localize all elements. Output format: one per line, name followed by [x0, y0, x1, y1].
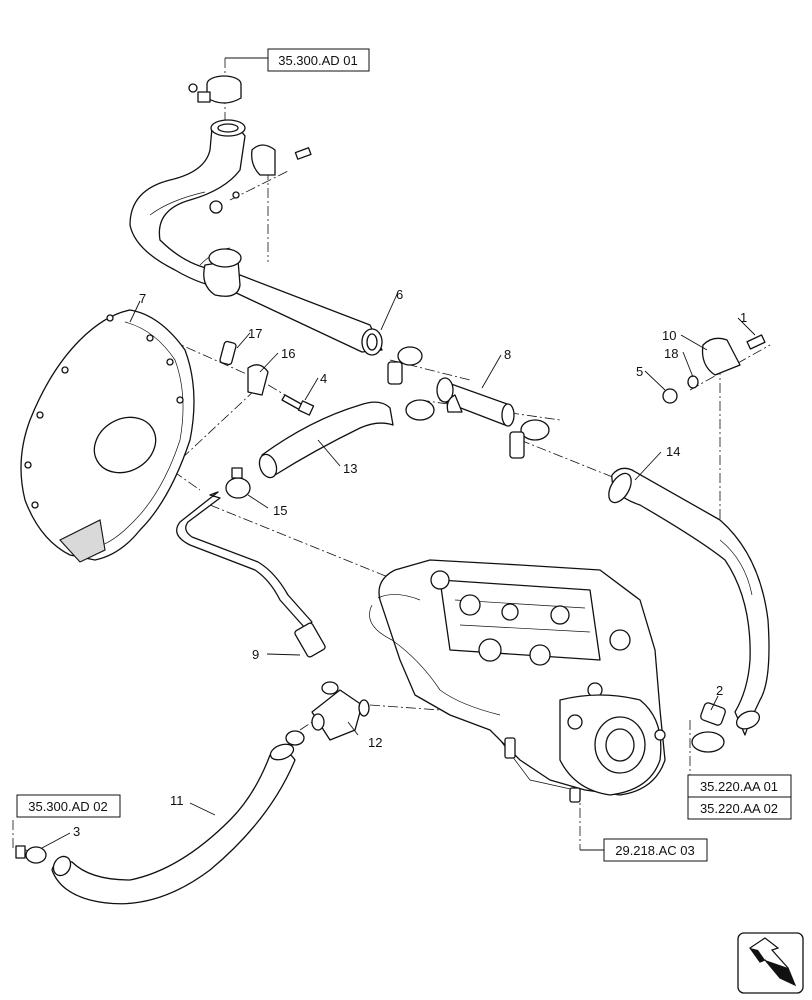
hose-14 [608, 467, 770, 736]
reference-top-text: 35.300.AD 01 [278, 53, 358, 68]
callout-11[interactable]: 11 [170, 793, 184, 808]
callout-12[interactable]: 12 [368, 735, 382, 750]
reference-right-1[interactable]: 35.220.AA 01 [687, 774, 792, 798]
bracket-10 [701, 337, 741, 376]
callout-17[interactable]: 17 [248, 326, 262, 341]
callout-13[interactable]: 13 [343, 461, 357, 476]
callout-15[interactable]: 15 [273, 503, 287, 518]
fitting-12 [311, 681, 370, 741]
callout-5[interactable]: 5 [636, 364, 643, 379]
callout-6[interactable]: 6 [396, 287, 403, 302]
reference-left-text: 35.300.AD 02 [28, 799, 108, 814]
callout-1[interactable]: 1 [740, 310, 747, 325]
spacer-17 [219, 340, 237, 366]
reference-top[interactable]: 35.300.AD 01 [267, 48, 370, 72]
hose-11 [51, 743, 296, 905]
clip-16 [247, 364, 269, 396]
clamp-near-12 [285, 730, 305, 746]
clamp-2 [691, 702, 726, 753]
reference-bottom-text: 29.218.AC 03 [615, 843, 695, 858]
callout-4[interactable]: 4 [320, 371, 327, 386]
fitting-8 [436, 377, 515, 427]
reference-bottom[interactable]: 29.218.AC 03 [603, 838, 708, 862]
washer-18 [687, 375, 699, 389]
callout-9[interactable]: 9 [252, 647, 259, 662]
callout-14[interactable]: 14 [666, 444, 680, 459]
hose-6 [129, 119, 383, 356]
callout-10[interactable]: 10 [662, 328, 676, 343]
callout-2[interactable]: 2 [716, 683, 723, 698]
reference-left[interactable]: 35.300.AD 02 [16, 794, 121, 818]
callout-labels: 1 2 3 4 5 6 7 8 9 10 11 12 13 14 15 16 1… [73, 287, 747, 839]
callout-3[interactable]: 3 [73, 824, 80, 839]
clamps-near-8 [387, 346, 550, 459]
reference-right-2[interactable]: 35.220.AA 02 [687, 796, 792, 820]
callout-16[interactable]: 16 [281, 346, 295, 361]
clamp-3 [15, 845, 47, 864]
callout-18[interactable]: 18 [664, 346, 678, 361]
callout-8[interactable]: 8 [504, 347, 511, 362]
top-hose-clamp [188, 75, 242, 104]
hydraulic-pump [369, 559, 666, 803]
nut-5 [662, 388, 678, 404]
bolt-1 [746, 334, 766, 350]
hose-bracket-upper [209, 144, 312, 214]
direction-arrow-icon[interactable] [737, 932, 804, 994]
reference-right-1-text: 35.220.AA 01 [700, 779, 778, 794]
clamp-15 [225, 467, 251, 499]
tube-9 [176, 491, 326, 658]
flywheel-housing-7 [20, 309, 195, 563]
reference-right-2-text: 35.220.AA 02 [700, 801, 778, 816]
bolt-4 [281, 394, 315, 416]
callout-7[interactable]: 7 [139, 291, 146, 306]
leader-lines [41, 291, 756, 849]
hose-13 [258, 401, 394, 479]
